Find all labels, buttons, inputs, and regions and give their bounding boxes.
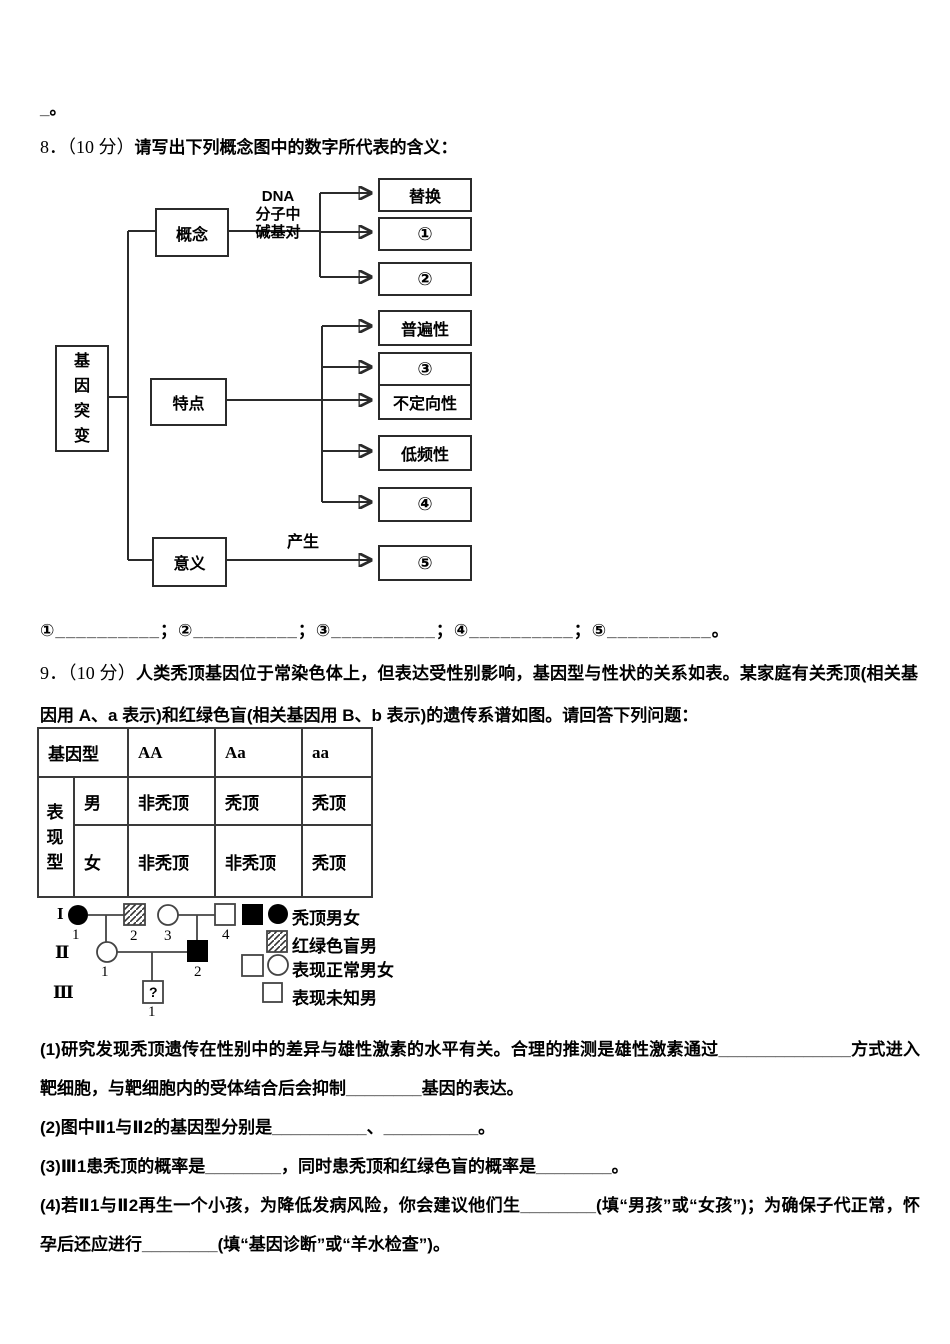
q8-number: 8．（10 分） — [40, 137, 135, 157]
phenotype-vertical-label: 表现型 — [46, 802, 64, 872]
q9-sub4: (4)若Ⅱ1与Ⅱ2再生一个小孩，为降低发病风险，你会建议他们生________(… — [40, 1196, 920, 1254]
cell-sex-female: 女 — [73, 824, 129, 898]
leaf-blank-1: ① — [378, 217, 472, 251]
legend-filled-circle-icon — [268, 904, 288, 924]
header-AA: AA — [127, 727, 216, 778]
pedigree-I2-colorblind-male — [123, 903, 146, 926]
q9-subquestions: (1)研究发现秃顶遗传在性别中的差异与雄性激素的水平有关。合理的推测是雄性激素通… — [40, 1030, 920, 1264]
pedigree-I4-normal-male — [214, 903, 236, 926]
q9-intro: 9．（10 分）人类秃顶基因位于常染色体上，但表达受性别影响，基因型与性状的关系… — [40, 652, 918, 737]
leaf-lowfrequency: 低频性 — [378, 435, 472, 471]
cell-sex-male: 男 — [73, 776, 129, 826]
cell-male-aa: 秃顶 — [301, 776, 373, 826]
legend-label-normal: 表现正常男女 — [292, 961, 394, 980]
legend-label-colorblind: 红绿色盲男 — [292, 937, 377, 956]
legend-label-bald: 秃顶男女 — [292, 909, 360, 928]
node-gene-mutation: 基因突变 — [55, 345, 109, 452]
node-meaning: 意义 — [152, 537, 227, 587]
pedigree-II1-normal-female — [96, 941, 118, 963]
num-I1: 1 — [72, 927, 80, 943]
leaf-nondirectional: 不定向性 — [378, 384, 472, 420]
leaf-blank-2: ② — [378, 262, 472, 296]
cell-female-aa: 秃顶 — [301, 824, 373, 898]
edge-label-produce: 产生 — [286, 534, 319, 551]
leaf-universality: 普遍性 — [378, 310, 472, 346]
cell-male-AA: 非秃顶 — [127, 776, 216, 826]
q8-title: 请写出下列概念图中的数字所代表的含义： — [134, 138, 458, 157]
unknown-question-mark: ? — [149, 984, 158, 1000]
gen-label-1: I — [57, 904, 64, 923]
q8-heading: 8．（10 分）请写出下列概念图中的数字所代表的含义： — [40, 133, 920, 160]
header-Aa: Aa — [214, 727, 303, 778]
cell-female-Aa: 非秃顶 — [214, 824, 303, 898]
table-row-male: 表现型 男 非秃顶 秃顶 秃顶 — [37, 776, 373, 898]
diagram-connector-lines — [105, 172, 480, 604]
header-aa: aa — [301, 727, 373, 778]
legend-empty-circle-icon — [267, 954, 289, 976]
gen-label-2: Ⅱ — [55, 943, 70, 962]
cell-male-Aa: 秃顶 — [214, 776, 303, 826]
pedigree-II2-bald-male — [187, 940, 208, 962]
pedigree-III1-unknown-male — [142, 980, 164, 1004]
legend-label-unknown: 表现未知男 — [292, 989, 377, 1008]
num-I4: 4 — [222, 927, 230, 943]
leaf-blank-4: ④ — [378, 487, 472, 522]
pedigree-I3-normal-female — [157, 904, 179, 926]
node-concept: 概念 — [155, 208, 229, 257]
num-I2: 2 — [130, 928, 138, 944]
leaf-substitution: 替换 — [378, 178, 472, 212]
text-fragment: _。 — [40, 99, 67, 118]
node-feature: 特点 — [150, 378, 227, 426]
legend-question-square-icon — [262, 982, 283, 1003]
q9-sub3: (3)Ⅲ1患秃顶的概率是________，同时患秃顶和红绿色盲的概率是_____… — [40, 1157, 629, 1176]
pedigree-I1-bald-female — [68, 905, 88, 925]
leaf-blank-5: ⑤ — [378, 545, 472, 581]
cell-female-AA: 非秃顶 — [127, 824, 216, 898]
pedigree-chart: I Ⅱ Ⅲ 1 2 3 4 1 2 1 ? 秃顶男女 红绿色盲男 表现正常男女 … — [40, 898, 480, 1020]
leaf-blank-3: ③ — [378, 352, 472, 387]
legend-empty-square-icon — [241, 954, 264, 977]
q9-sub1: (1)研究发现秃顶遗传在性别中的差异与雄性激素的水平有关。合理的推测是雄性激素通… — [40, 1040, 920, 1098]
num-I3: 3 — [164, 928, 172, 944]
num-III1: 1 — [148, 1004, 156, 1020]
edge-label-dna: DNA 分子中 碱基对 — [255, 188, 301, 241]
table-row-female: 女 非秃顶 非秃顶 秃顶 — [38, 824, 373, 898]
legend-filled-square-icon — [242, 904, 263, 925]
header-genotype: 基因型 — [37, 727, 129, 778]
q9-intro-text: 人类秃顶基因位于常染色体上，但表达受性别影响，基因型与性状的关系如表。某家庭有关… — [40, 664, 918, 725]
concept-map-diagram: 基因突变 概念 特点 意义 DNA 分子中 碱基对 产生 替换 ① ② 普遍性 … — [40, 172, 480, 604]
q9-number: 9．（10 分） — [40, 663, 137, 683]
genotype-table: 基因型 AA Aa aa 表现型 男 非秃顶 秃顶 秃顶 女 非秃顶 非秃顶 秃… — [37, 727, 373, 898]
node-gene-mutation-label: 基因突变 — [73, 352, 90, 445]
q9-sub2: (2)图中Ⅱ1与Ⅱ2的基因型分别是__________、__________。 — [40, 1118, 496, 1137]
table-header-row: 基因型 AA Aa aa — [37, 727, 373, 778]
pedigree-shapes — [68, 903, 289, 1004]
q8-answer-line: ①__________；②__________；③__________；④___… — [40, 621, 730, 640]
header-phenotype: 表现型 — [37, 776, 75, 898]
num-II1: 1 — [101, 964, 109, 980]
gen-label-3: Ⅲ — [53, 983, 74, 1002]
legend-hatched-square-icon — [266, 930, 288, 953]
num-II2: 2 — [194, 964, 202, 980]
